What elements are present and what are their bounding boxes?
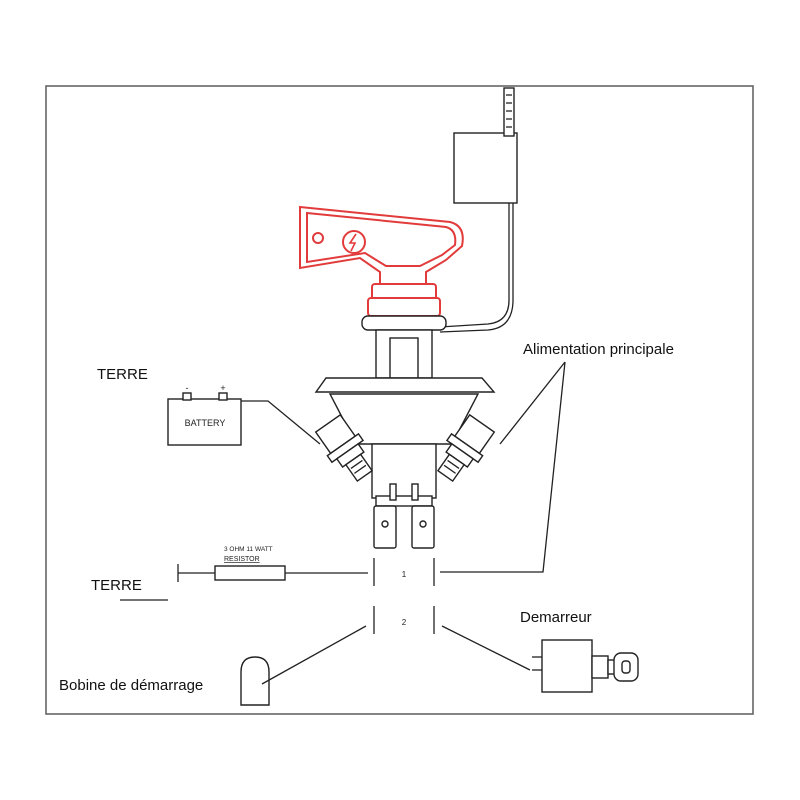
- resistor-rating-label: 3 OHM 11 WATT: [224, 546, 273, 553]
- battery-plus-label: +: [220, 383, 225, 393]
- demarreur-label: Demarreur: [520, 609, 592, 626]
- terre-top-label: TERRE: [97, 366, 148, 383]
- battery: - + BATTERY: [167, 383, 242, 446]
- lightning-icon: [342, 230, 366, 254]
- ignition-starter-switch: [441, 625, 639, 693]
- alimentation-label: Alimentation principale: [523, 341, 674, 358]
- terminal-markers: 1 2: [373, 558, 435, 634]
- main-supply-wire: [440, 361, 566, 573]
- terminal-2-label: 2: [402, 618, 407, 627]
- remote-switch-box: [439, 87, 518, 333]
- battery-cable: [241, 400, 321, 445]
- right-stud-terminal: [436, 413, 496, 483]
- spade-terminals: [373, 483, 435, 549]
- left-stud-terminal: [314, 413, 374, 483]
- resistor-name-label: RESISTOR: [224, 556, 260, 563]
- battery-label: BATTERY: [185, 418, 226, 428]
- starter-coil: [240, 625, 367, 706]
- resistor-circuit: 3 OHM 11 WATT RESISTOR: [177, 546, 368, 582]
- bobine-label: Bobine de démarrage: [59, 677, 203, 694]
- terre-bottom-label: TERRE: [91, 577, 142, 594]
- diagram-frame: [45, 85, 754, 715]
- terminal-1-label: 1: [402, 570, 407, 579]
- isolator-key-handle: [299, 205, 464, 317]
- isolator-switch-body: [314, 315, 496, 549]
- battery-minus-label: -: [186, 383, 189, 393]
- key-icon: [607, 652, 639, 682]
